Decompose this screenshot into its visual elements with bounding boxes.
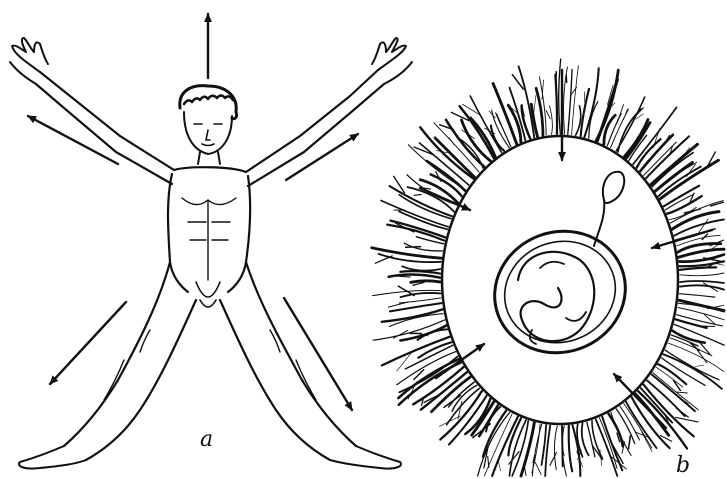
fibre-twig <box>556 71 557 88</box>
fibre-strand <box>550 106 553 135</box>
fibre-strand <box>536 88 543 135</box>
panel-a-human-figure: a <box>10 14 412 469</box>
panel-b-label: b <box>676 453 690 478</box>
fibre-strand <box>680 294 715 297</box>
fibre-strand <box>521 423 534 476</box>
fibre-twig <box>695 365 704 366</box>
fibre-strand <box>569 426 573 472</box>
fibre-twig <box>488 456 489 468</box>
figure-head <box>180 86 237 154</box>
figure-torso <box>168 152 250 307</box>
fibre-twig <box>497 114 501 124</box>
fibre-twig <box>405 247 421 248</box>
fibre-twig <box>628 435 630 449</box>
fibre-strand <box>402 266 440 270</box>
arrow-lower-right <box>284 298 352 410</box>
fibre-strand <box>680 267 716 270</box>
arrow-lower-left <box>50 302 126 384</box>
panel-a-label: a <box>200 427 213 452</box>
fibre-twig <box>458 401 462 420</box>
fibre-strand <box>576 106 581 135</box>
fibre-twig <box>623 109 627 120</box>
fibre-twig <box>546 110 550 119</box>
fibre-twig <box>499 461 501 471</box>
fibre-strand <box>554 426 557 470</box>
fibre-strand <box>399 211 447 229</box>
fibre-strand <box>400 271 440 273</box>
fibre-strand <box>640 135 673 172</box>
fibre-strand <box>372 248 442 259</box>
fibre-twig <box>449 137 455 145</box>
fibre-twig <box>375 256 393 264</box>
fibre-strand <box>401 293 441 297</box>
fibre-strand <box>680 273 724 276</box>
fibre-strand <box>680 285 724 289</box>
fibre-strand <box>572 66 579 135</box>
fibre-twig <box>535 462 541 475</box>
fibre-strand <box>626 402 656 448</box>
fibre-twig <box>673 380 681 391</box>
fibre-strand <box>677 315 723 326</box>
fibre-strand <box>680 281 724 283</box>
fibre-strand <box>664 186 700 207</box>
fibre-twig <box>414 195 422 196</box>
fibre-strand <box>658 364 686 384</box>
arrows-outward <box>28 14 358 410</box>
fibre-twig <box>675 417 698 422</box>
fibre-twig <box>676 408 689 418</box>
fibre-twig <box>566 75 567 83</box>
fibre-twig <box>414 147 434 155</box>
fibre-twig <box>677 392 688 393</box>
fibre-twig <box>388 302 409 307</box>
fibre-twig <box>534 95 536 116</box>
fibre-strand <box>587 422 595 457</box>
fibre-strand <box>559 59 561 134</box>
panel-b-embryo-egg: b <box>372 59 724 478</box>
figure-arms <box>10 38 412 186</box>
fibre-strand <box>411 281 440 282</box>
egg-boundary <box>442 136 678 424</box>
fibre-strand <box>568 70 572 135</box>
fibre-strand <box>562 426 563 466</box>
fibre-strand <box>582 423 589 455</box>
